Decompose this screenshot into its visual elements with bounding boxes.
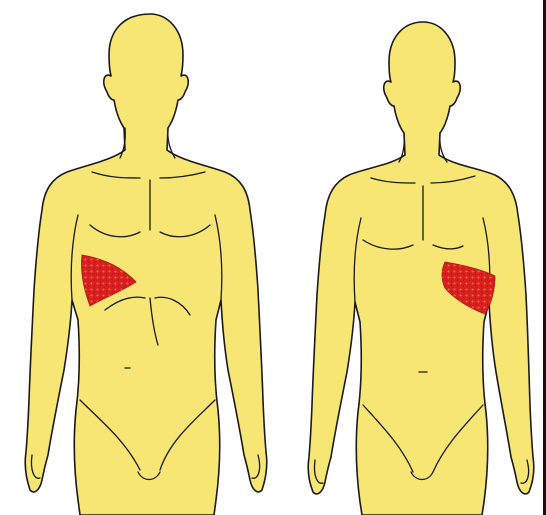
body-figure-right-svg xyxy=(273,0,546,515)
body-silhouette xyxy=(308,22,534,515)
body-silhouette xyxy=(25,14,267,515)
body-figure-left-svg xyxy=(0,0,273,515)
body-figure-right xyxy=(273,0,546,515)
body-figure-left xyxy=(0,0,273,515)
